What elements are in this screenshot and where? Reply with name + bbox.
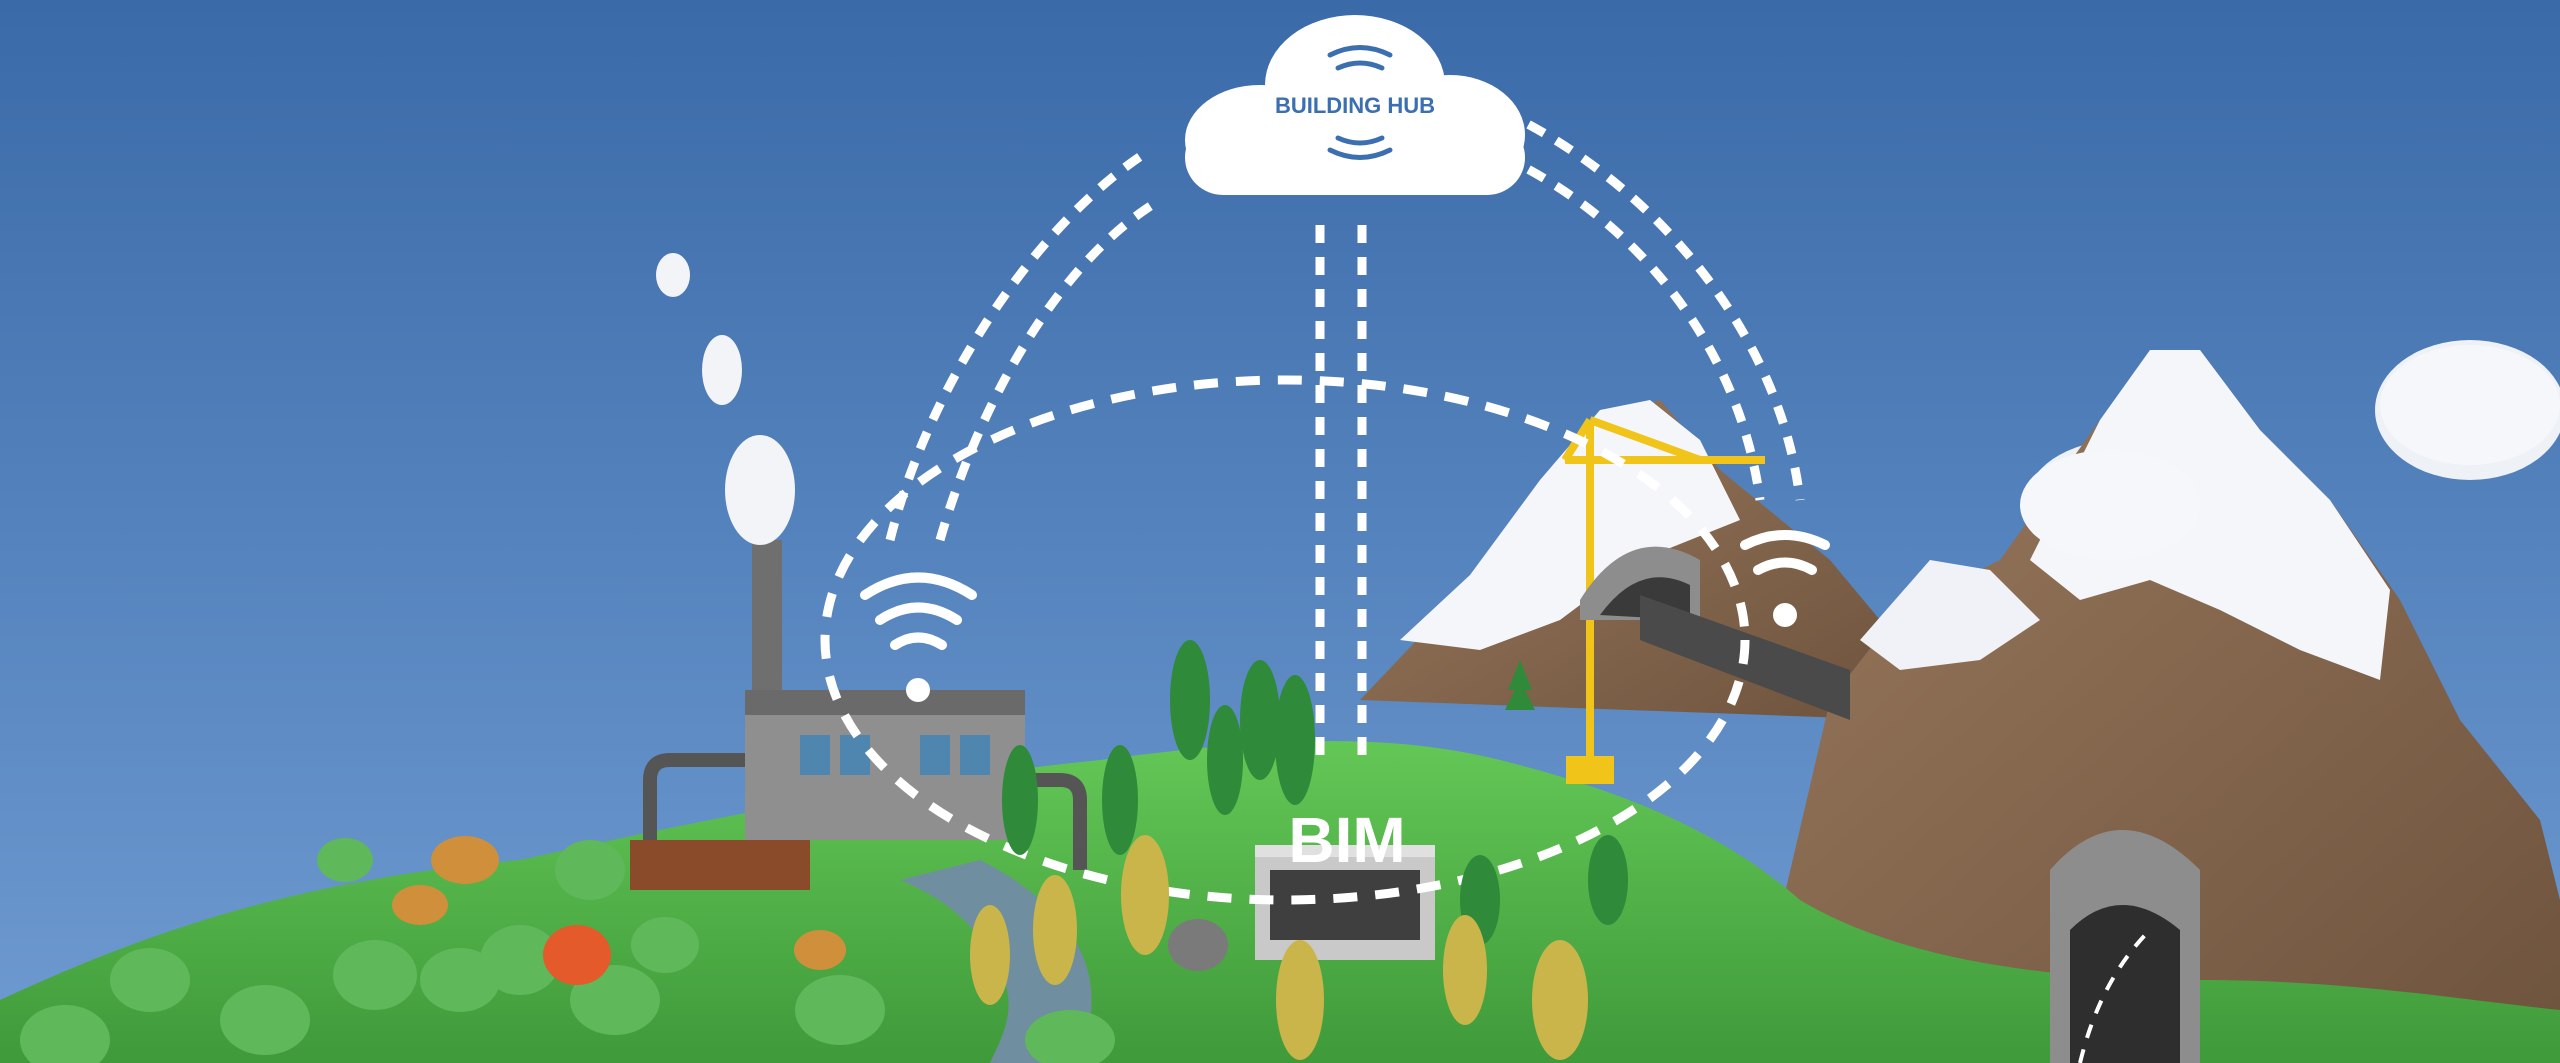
hub-wifi-icon (1327, 45, 1393, 160)
mountain-clouds (2020, 345, 2560, 560)
wifi-dot (906, 678, 930, 702)
hub-uplinks (885, 105, 1805, 760)
center-label: BIM (1288, 804, 1405, 876)
bim-building (1255, 845, 1435, 960)
network-ring (820, 375, 1750, 905)
wifi-icon (1740, 530, 1830, 575)
tree-icon (1002, 640, 1628, 945)
hub-label: BUILDING HUB (1275, 93, 1435, 118)
trees (20, 640, 1628, 1063)
cloud-icon (1185, 15, 1525, 195)
smoke-puffs (656, 253, 795, 545)
wifi-icon (860, 572, 977, 650)
wifi-dot (1773, 603, 1797, 627)
tunnel-lower (2050, 830, 2200, 1063)
rock (1168, 919, 1228, 971)
